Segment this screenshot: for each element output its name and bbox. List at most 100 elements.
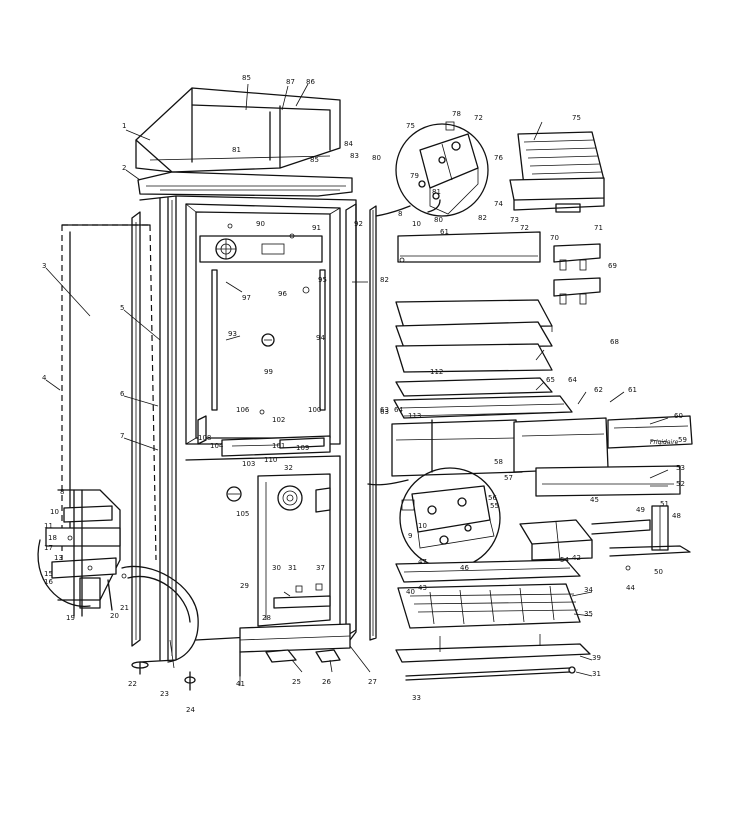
part-number-label: 61 <box>628 386 637 394</box>
part-number-label: 102 <box>272 416 285 424</box>
part-number-label: 75 <box>406 122 415 130</box>
part-number-label: 2 <box>122 164 126 172</box>
part-number-label: 93 <box>228 330 237 338</box>
part-number-label: 43 <box>418 584 427 592</box>
part-number-label: 84 <box>344 140 353 148</box>
part-number-label: 19 <box>66 614 75 622</box>
part-number-label: 47 <box>418 558 427 566</box>
part-number-label: 65 <box>546 376 555 384</box>
part-number-label: 73 <box>510 216 519 224</box>
part-number-label: 56 <box>488 494 497 502</box>
part-number-label: 44 <box>626 584 635 592</box>
part-number-label: 55 <box>490 502 499 510</box>
part-number-label: 7 <box>120 432 124 440</box>
ice-tray-parts <box>519 505 691 571</box>
part-number-label: 64 <box>568 376 577 384</box>
part-number-label: 85 <box>242 74 251 82</box>
part-number-label: 27 <box>368 678 377 686</box>
part-number-label: 82 <box>380 276 389 284</box>
part-number-label: 58 <box>494 458 503 466</box>
part-number-label: 45 <box>590 496 599 504</box>
part-number-label: 75 <box>572 114 581 122</box>
part-number-label: 104 <box>210 442 224 450</box>
part-number-label: 71 <box>594 224 603 232</box>
top-frame <box>137 171 353 197</box>
part-number-label: 92 <box>354 220 363 228</box>
part-number-label: 54 <box>560 556 569 564</box>
part-number-label: 87 <box>286 78 295 86</box>
crisper-drawers <box>391 415 693 497</box>
upper-hinge-detail-circle <box>395 121 489 217</box>
part-number-label: 4 <box>42 374 47 382</box>
part-number-label: 16 <box>44 578 53 586</box>
part-number-label: 23 <box>160 690 169 698</box>
part-number-label: 90 <box>256 220 265 228</box>
part-number-label: 17 <box>44 544 53 552</box>
part-number-label: 79 <box>410 172 419 180</box>
part-number-label: 74 <box>494 200 503 208</box>
part-number-label: 112 <box>430 368 443 376</box>
part-number-label: 69 <box>608 262 617 270</box>
part-number-label: 24 <box>186 706 195 714</box>
part-number-label: 62 <box>594 386 603 394</box>
part-number-label: 94 <box>316 334 325 342</box>
part-number-label: 68 <box>610 338 619 346</box>
part-number-label: 99 <box>264 368 273 376</box>
right-side-rail <box>345 203 377 641</box>
part-number-label: 78 <box>452 110 461 118</box>
lower-hinge-detail-circle <box>399 467 501 569</box>
shelf-rail-upper <box>397 231 541 263</box>
part-number-label: 28 <box>262 614 271 622</box>
part-number-label: 42 <box>572 554 581 562</box>
part-number-label: 72 <box>474 114 483 122</box>
part-number-label: 34 <box>584 586 593 594</box>
part-number-label: 37 <box>316 564 325 572</box>
part-number-label: 63 <box>380 408 389 416</box>
part-number-label: 111 <box>0 0 13 2</box>
part-number-label: 80 <box>434 216 443 224</box>
part-number-label: 57 <box>504 474 513 482</box>
part-number-label: 36 <box>0 0 9 2</box>
part-number-label: 81 <box>432 188 441 196</box>
part-number-label: 86 <box>306 78 315 86</box>
relocation-arrows <box>121 199 441 669</box>
part-number-label: 41 <box>236 680 245 688</box>
part-number-label: 61 <box>440 228 449 236</box>
part-number-label: 76 <box>494 154 503 162</box>
freezer-basket <box>395 559 581 629</box>
part-number-label: 10 <box>418 522 427 530</box>
part-number-label: 13 <box>54 554 63 562</box>
crisper-cover <box>393 395 573 419</box>
hinge-detail <box>37 489 127 617</box>
part-number-label: 110 <box>264 456 277 464</box>
part-number-label: 63 <box>380 406 389 414</box>
part-number-label: 49 <box>636 506 645 514</box>
part-number-label: 113 <box>408 412 421 420</box>
part-number-label: 59 <box>678 436 687 444</box>
part-number-label: 72 <box>520 224 529 232</box>
part-number-label: 51 <box>660 500 669 508</box>
fresh-food-liner <box>185 203 341 445</box>
part-number-label: 10 <box>50 508 59 516</box>
part-number-label: 22 <box>128 680 137 688</box>
dairy-rack <box>509 131 605 213</box>
part-number-label: 64 <box>394 406 403 414</box>
part-number-label: 35 <box>584 610 593 618</box>
door-gasket <box>131 211 141 647</box>
part-number-label: 85 <box>310 156 319 164</box>
part-number-label: 31 <box>592 670 601 678</box>
part-number-label: 8 <box>60 488 64 496</box>
part-number-label: 30 <box>272 564 281 572</box>
wire-shelves <box>395 299 553 397</box>
part-number-label: 3 <box>42 262 46 270</box>
leader-lines <box>45 83 669 686</box>
part-number-label: 96 <box>278 290 287 298</box>
part-number-label: 8 <box>398 210 402 218</box>
part-number-label: 52 <box>676 480 685 488</box>
part-number-label: 70 <box>550 234 559 242</box>
drawer-logo: Frigidaire <box>650 439 679 446</box>
part-number-label: 46 <box>460 564 469 572</box>
